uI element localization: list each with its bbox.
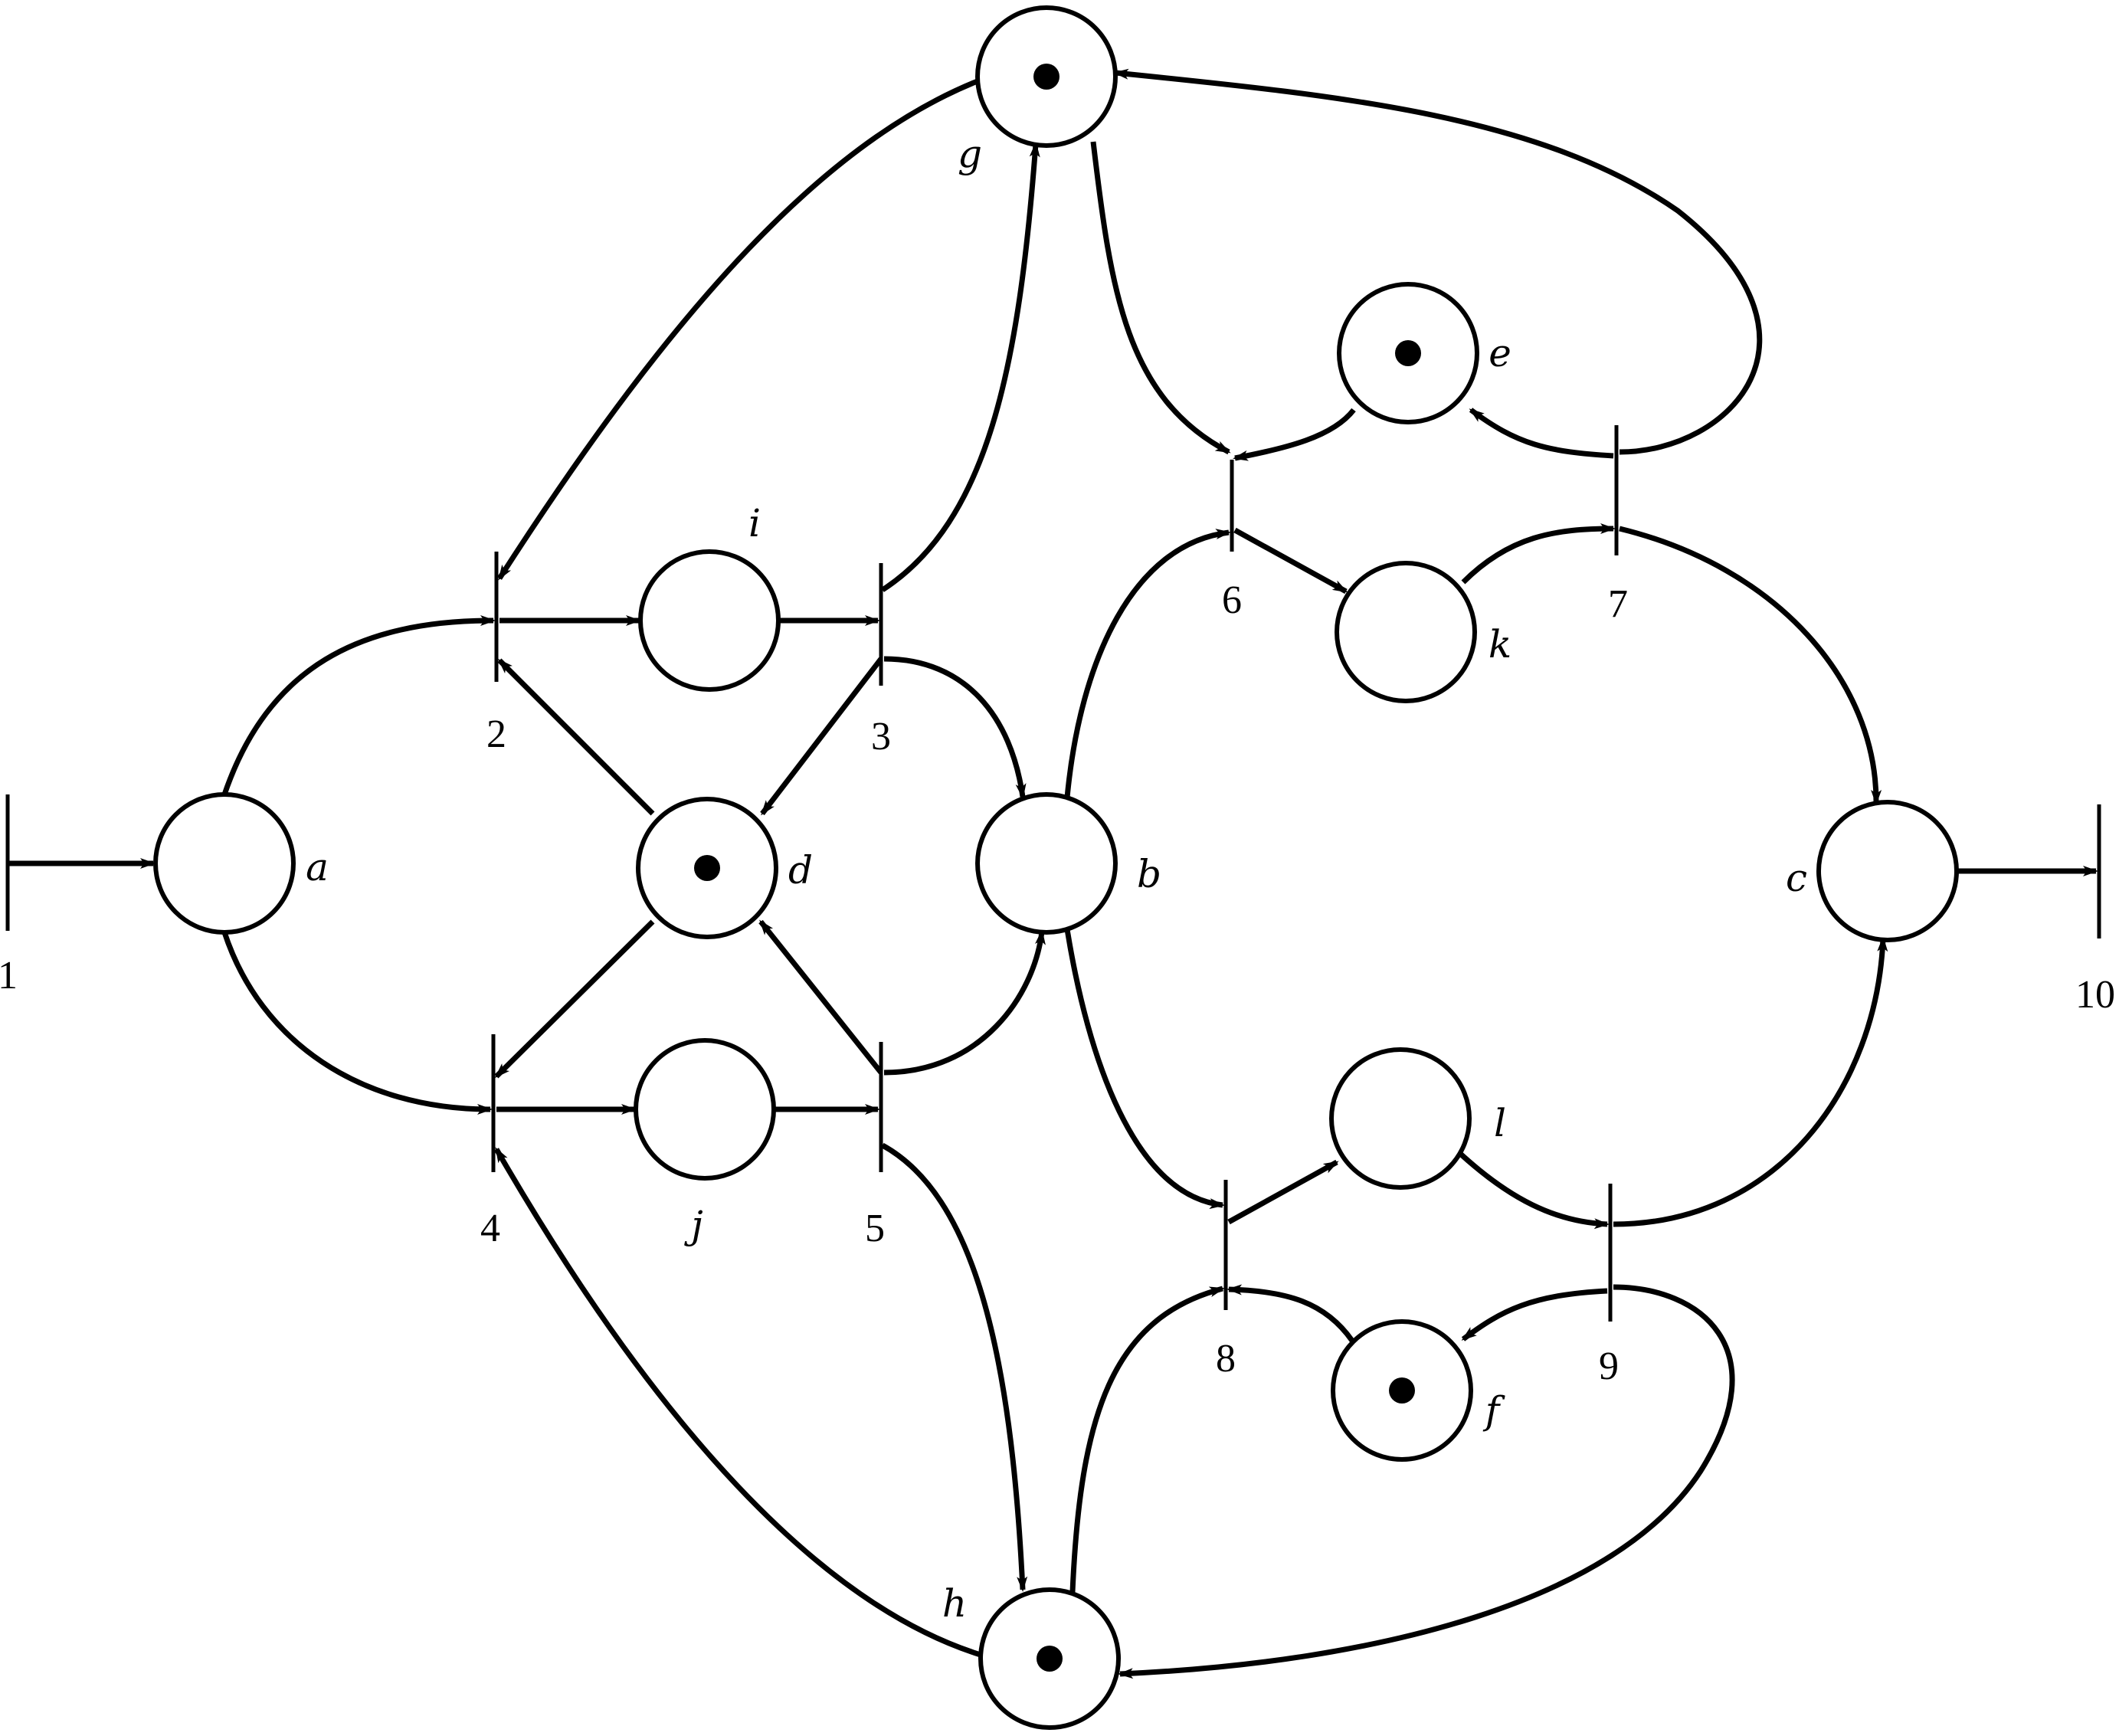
place-k xyxy=(1335,561,1477,703)
arc-t7-to-g xyxy=(1113,68,1763,455)
transition-label-9: 9 xyxy=(1599,1345,1619,1388)
arc-t5-to-h xyxy=(881,1142,1028,1592)
transition-label-8: 8 xyxy=(1216,1337,1236,1381)
place-label-j: j xyxy=(683,1203,703,1247)
arcs-layer xyxy=(8,68,2098,1679)
place-label-l: l xyxy=(1494,1101,1506,1145)
place-label-f: f xyxy=(1482,1388,1505,1433)
arc-t9-to-h xyxy=(1118,1284,1735,1679)
arc-t7-to-c xyxy=(1619,526,1882,805)
transition-label-3: 3 xyxy=(871,715,891,758)
arc-t5-to-b xyxy=(883,929,1046,1076)
arc-g-to-t2 xyxy=(497,75,987,581)
place-label-g: g xyxy=(958,132,982,176)
arc-t3-to-d xyxy=(760,657,883,816)
place-j xyxy=(634,1038,776,1181)
arc-a-to-t2 xyxy=(221,615,496,796)
arc-t7-to-e xyxy=(1469,408,1614,459)
arc-h-to-t8 xyxy=(1069,1286,1225,1593)
token-h xyxy=(1037,1646,1063,1672)
places-layer xyxy=(153,5,1959,1730)
place-l xyxy=(1329,1047,1472,1190)
arc-t3-to-b xyxy=(883,656,1027,799)
arc-t9-to-c xyxy=(1613,936,1888,1227)
arc-f-to-t8 xyxy=(1227,1284,1354,1343)
token-g xyxy=(1033,64,1060,90)
arc-g-to-t6 xyxy=(1090,141,1231,455)
place-label-i: i xyxy=(748,501,761,545)
place-label-a: a xyxy=(306,845,329,889)
arc-b-to-t8 xyxy=(1064,929,1225,1210)
arc-t9-to-f xyxy=(1461,1288,1608,1341)
arc-d-to-t2 xyxy=(497,658,655,816)
arc-d-to-t4 xyxy=(494,919,655,1079)
place-b xyxy=(975,792,1118,935)
transition-label-2: 2 xyxy=(486,712,506,756)
place-label-h: h xyxy=(942,1581,967,1626)
transition-label-7: 7 xyxy=(1608,582,1628,626)
arc-b-to-t6 xyxy=(1064,529,1231,798)
transition-label-6: 6 xyxy=(1222,578,1242,622)
arc-e-to-t6 xyxy=(1233,408,1356,461)
place-a xyxy=(153,792,296,935)
transition-label-5: 5 xyxy=(865,1207,885,1250)
place-label-k: k xyxy=(1489,622,1511,667)
transition-label-1: 1 xyxy=(0,954,18,997)
token-f xyxy=(1389,1377,1415,1404)
arc-t8-to-l xyxy=(1227,1159,1339,1225)
place-i xyxy=(638,549,781,692)
arc-l-to-t9 xyxy=(1456,1149,1610,1230)
arc-t6-to-k xyxy=(1233,527,1348,594)
place-label-d: d xyxy=(788,848,813,893)
token-e xyxy=(1395,340,1421,366)
token-d xyxy=(694,855,720,881)
transition-label-4: 4 xyxy=(480,1207,500,1250)
labels-layer: 1 2 3 4 5 6 7 8 9 10 a b c d e f g h i j k l xyxy=(0,132,2115,1626)
transition-label-10: 10 xyxy=(2075,973,2115,1017)
arc-a-to-t4 xyxy=(221,931,493,1115)
transitions-layer xyxy=(5,425,2101,1322)
place-label-c: c xyxy=(1786,856,1807,900)
place-label-b: b xyxy=(1137,852,1161,896)
place-label-e: e xyxy=(1489,331,1511,375)
arc-t5-to-d xyxy=(758,919,883,1075)
arc-h-to-t4 xyxy=(493,1147,989,1660)
arc-k-to-t7 xyxy=(1461,523,1616,585)
place-c xyxy=(1816,800,1959,942)
arc-t3-to-g xyxy=(881,142,1040,592)
